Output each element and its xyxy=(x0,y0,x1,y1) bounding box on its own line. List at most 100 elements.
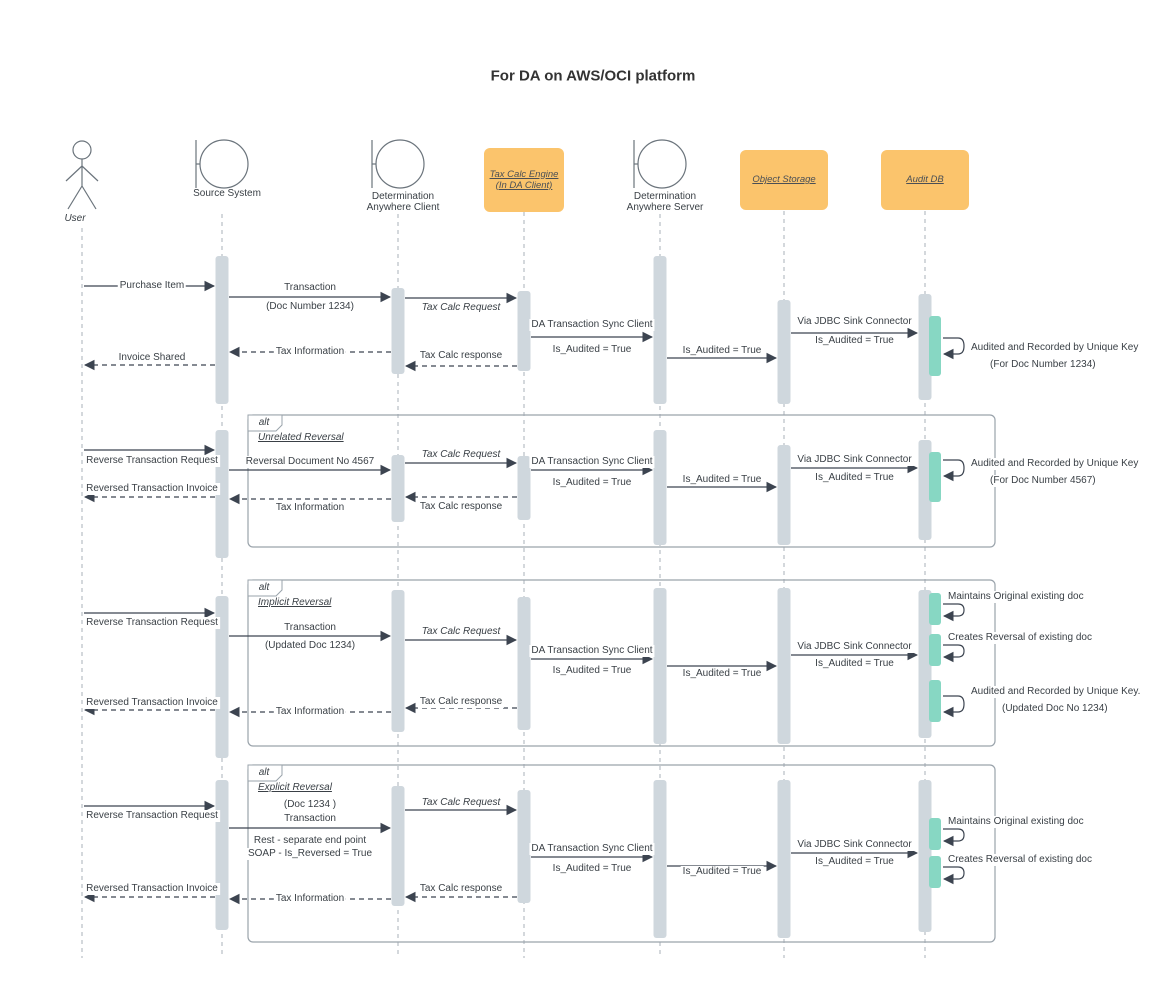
self-message-arrow xyxy=(942,644,965,663)
participant-label: Determination xyxy=(633,191,697,202)
self-message-arrow xyxy=(942,828,965,847)
participant-label: (In DA Client) xyxy=(495,179,553,191)
message-label: Is_Audited = True xyxy=(813,335,896,347)
message-label: Tax Calc response xyxy=(417,501,505,513)
self-message-label: (For Doc Number 4567) xyxy=(988,475,1098,487)
alt-frame-tag-label: alt xyxy=(258,767,270,778)
activation-bar xyxy=(653,256,667,404)
activation-bar xyxy=(391,455,405,522)
activation-bar xyxy=(215,596,229,758)
message-label: Is_Audited = True xyxy=(550,477,634,489)
message-label: Is_Audited = True xyxy=(813,658,896,670)
activation-bar xyxy=(517,291,531,371)
participant-box xyxy=(881,150,969,210)
self-message-arrow xyxy=(942,603,965,622)
message-label: DA Transaction Sync Client xyxy=(529,319,655,331)
boundary-icon xyxy=(199,139,249,189)
message-label: Reversed Transaction Invoice xyxy=(84,483,220,495)
message-label: Tax Calc Request xyxy=(419,449,503,461)
message-label: Reversed Transaction Invoice xyxy=(84,697,220,709)
message-label: Reverse Transaction Request xyxy=(84,810,220,822)
activation-bar xyxy=(918,780,932,932)
self-message-label: (For Doc Number 1234) xyxy=(988,359,1098,371)
activation-bar-teal xyxy=(929,818,941,850)
frame-condition-label: Unrelated Reversal xyxy=(258,432,344,443)
activation-bar xyxy=(517,597,531,730)
self-message-label: Audited and Recorded by Unique Key xyxy=(969,458,1141,470)
activation-bar xyxy=(517,456,531,520)
message-label: Tax Information xyxy=(273,706,347,718)
message-label: Tax Calc response xyxy=(417,696,505,708)
participant-label: Determination xyxy=(371,191,435,202)
message-label: Tax Calc response xyxy=(417,883,505,895)
message-label: Rest - separate end point xyxy=(251,835,369,847)
activation-bar xyxy=(777,445,791,545)
message-label: (Doc Number 1234) xyxy=(264,301,356,313)
message-label: Tax Information xyxy=(273,346,347,358)
message-label: Tax Calc Request xyxy=(419,626,503,638)
message-label: Is_Audited = True xyxy=(550,665,634,677)
activation-bar-teal xyxy=(929,593,941,625)
message-label: Via JDBC Sink Connector xyxy=(795,641,914,653)
participant-label: Audit DB xyxy=(906,174,944,185)
message-label: Via JDBC Sink Connector xyxy=(795,839,914,851)
self-message-arrow xyxy=(942,337,965,360)
activation-bar xyxy=(653,780,667,938)
message-label: DA Transaction Sync Client xyxy=(529,843,655,855)
self-message-label: Audited and Recorded by Unique Key xyxy=(969,342,1141,354)
self-message-arrow xyxy=(942,866,965,885)
message-label: Reversal Document No 4567 xyxy=(243,456,377,468)
activation-bar xyxy=(918,294,932,400)
activation-bar xyxy=(391,288,405,374)
message-label: Is_Audited = True xyxy=(813,472,896,484)
message-label: Is_Audited = True xyxy=(550,863,634,875)
message-label: (Doc 1234 ) xyxy=(281,799,339,811)
activation-bar xyxy=(391,786,405,906)
message-label: Transaction xyxy=(282,622,338,634)
participant-label: Anywhere Server xyxy=(626,202,704,213)
self-message-label: Maintains Original existing doc xyxy=(946,591,1086,603)
activation-bar xyxy=(653,588,667,744)
alt-frame-tag-label: alt xyxy=(258,417,270,428)
activation-bar-teal xyxy=(929,316,941,376)
activation-bar-teal xyxy=(929,452,941,502)
message-label: Is_Audited = True xyxy=(680,345,764,357)
diagram-title: For DA on AWS/OCI platform xyxy=(490,67,696,85)
alt-frame-tag xyxy=(247,579,283,597)
activation-bar xyxy=(918,590,932,738)
activation-bar xyxy=(918,440,932,540)
frame-condition-label: Explicit Reversal xyxy=(258,782,332,793)
message-label: Tax Calc Request xyxy=(419,797,503,809)
self-message-label: Audited and Recorded by Unique Key. xyxy=(969,686,1143,698)
participant-label: Object Storage xyxy=(752,174,816,185)
message-label: Invoice Shared xyxy=(116,352,188,364)
activation-bar-teal xyxy=(929,634,941,666)
alt-frame xyxy=(247,579,996,747)
participant-box xyxy=(484,148,564,212)
message-label: Is_Audited = True xyxy=(680,474,764,486)
boundary-icon xyxy=(375,139,425,189)
message-label: Tax Calc Request xyxy=(419,302,503,314)
boundary-icon xyxy=(637,139,687,189)
message-label: Is_Audited = True xyxy=(813,856,896,868)
alt-frame-tag xyxy=(247,764,283,782)
self-message-arrow xyxy=(942,459,965,482)
message-label: Tax Information xyxy=(273,893,347,905)
activation-bar xyxy=(517,790,531,903)
message-label: Reverse Transaction Request xyxy=(84,455,220,467)
self-message-label: Maintains Original existing doc xyxy=(946,816,1086,828)
message-label: Tax Information xyxy=(273,502,347,514)
message-label: Reverse Transaction Request xyxy=(84,617,220,629)
message-label: Is_Audited = True xyxy=(680,668,764,680)
message-label: Is_Audited = True xyxy=(680,866,764,878)
participant-label: Tax Calc Engine xyxy=(489,168,559,180)
participant-label: User xyxy=(64,213,86,224)
message-label: DA Transaction Sync Client xyxy=(529,456,655,468)
message-label: Via JDBC Sink Connector xyxy=(795,454,914,466)
actor-icon xyxy=(65,159,99,210)
message-label: Reversed Transaction Invoice xyxy=(84,883,220,895)
self-message-label: Creates Reversal of existing doc xyxy=(946,854,1094,866)
